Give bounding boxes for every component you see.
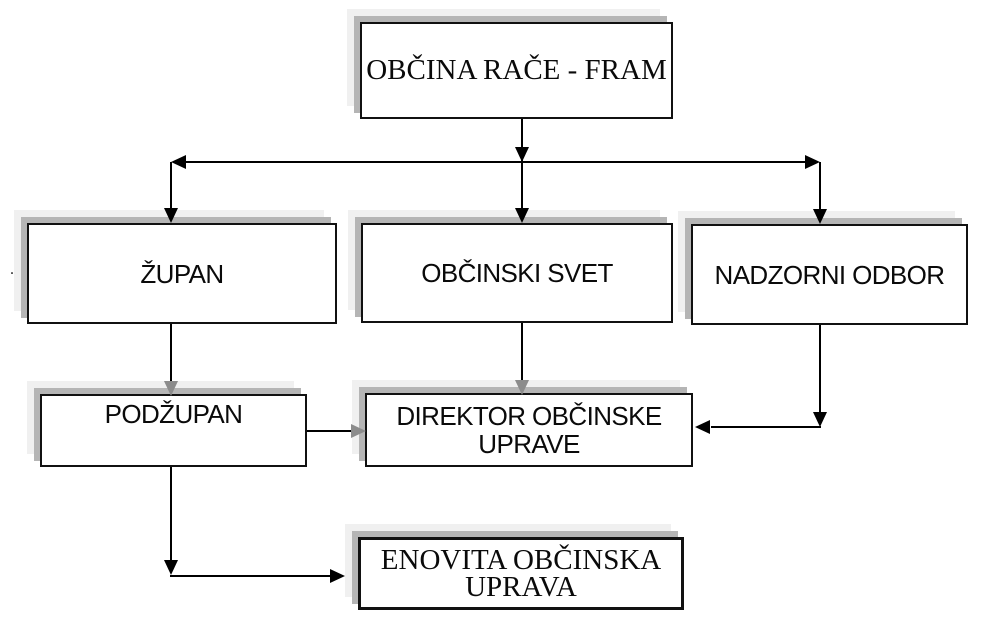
node-obcina-race-fram: OBČINA RAČE - FRAM <box>360 22 673 119</box>
connector-podzupan-down <box>170 467 172 560</box>
node-direktor-obcinske-uprave: DIREKTOR OBČINSKE UPRAVE <box>365 393 693 467</box>
node-zupan: ŽUPAN <box>27 223 337 324</box>
node-nadzorni-odbor: NADZORNI ODBOR <box>691 224 968 325</box>
arrowhead-into-podzupan-icon <box>164 381 178 396</box>
arrowhead-into-nadzorni-odbor-icon <box>813 209 827 224</box>
connector-obcina-to-hub <box>521 119 523 162</box>
node-podzupan-label: PODŽUPAN <box>104 399 243 429</box>
node-enovita-obcinska-uprava-label: ENOVITA OBČINSKA UPRAVA <box>380 543 662 603</box>
stray-period-mark: . <box>10 261 14 278</box>
arrowhead-into-direktor-right-icon <box>695 420 710 434</box>
arrowhead-into-zupan-icon <box>164 208 178 223</box>
arrowhead-into-direktor-left-icon <box>351 424 366 438</box>
node-obcinski-svet-label: OBČINSKI SVET <box>421 258 613 288</box>
connector-nadzorni-odbor-to-direktor <box>711 426 821 428</box>
arrowhead-nadzorni-corner-icon <box>813 412 827 427</box>
connector-nadzorni-odbor-down <box>819 325 821 412</box>
connector-podzupan-to-direktor <box>307 430 351 432</box>
arrowhead-down-at-hub-icon <box>515 147 529 162</box>
connector-hub-to-obcinski-svet <box>521 163 523 208</box>
arrowhead-into-obcinski-svet-icon <box>515 208 529 223</box>
node-direktor-obcinske-uprave-label: DIREKTOR OBČINSKE UPRAVE <box>396 401 662 459</box>
node-obcina-race-fram-label: OBČINA RAČE - FRAM <box>366 54 667 86</box>
arrowhead-into-direktor-top-icon <box>515 380 529 395</box>
arrowhead-right-hub-end-icon <box>805 155 820 169</box>
arrowhead-into-enovita-icon <box>330 569 345 583</box>
node-enovita-obcinska-uprava: ENOVITA OBČINSKA UPRAVA <box>358 537 684 610</box>
connector-obcinski-svet-to-direktor <box>521 323 523 380</box>
connector-hub-to-zupan <box>170 162 172 208</box>
arrowhead-podzupan-corner-icon <box>164 560 178 575</box>
connector-hub-to-nadzorni-odbor <box>819 162 821 209</box>
connector-podzupan-to-enovita <box>170 575 330 577</box>
node-podzupan: PODŽUPAN <box>40 394 307 467</box>
connector-hub-horizontal <box>182 161 806 163</box>
connector-zupan-to-podzupan <box>170 324 172 381</box>
node-obcinski-svet: OBČINSKI SVET <box>361 223 673 323</box>
node-zupan-label: ŽUPAN <box>140 258 224 289</box>
node-nadzorni-odbor-label: NADZORNI ODBOR <box>714 259 946 290</box>
arrowhead-left-hub-end-icon <box>171 155 186 169</box>
